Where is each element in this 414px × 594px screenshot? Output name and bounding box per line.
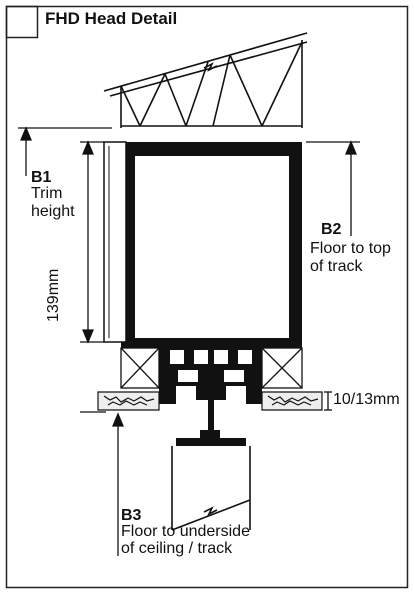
b3-text-line2: of ceiling / track: [121, 540, 233, 557]
height-dimension: [80, 140, 104, 344]
ceiling-layer: [97, 391, 323, 411]
door-frame: [103, 141, 302, 348]
frame-inner: [135, 156, 289, 338]
gap-dimension-label: 10/13mm: [333, 391, 400, 408]
b2-text-line1: Floor to top: [310, 240, 391, 257]
trim-height-dimension-label: 139mm: [45, 268, 62, 322]
door-leaf: [171, 446, 251, 531]
title-corner-box: [5, 5, 39, 39]
b2-text-line2: of track: [310, 258, 363, 275]
b3-text-line1: Floor to underside: [121, 523, 250, 540]
b1-text-line1: Trim: [31, 185, 63, 202]
b1-code-label: B1: [31, 169, 52, 186]
b1-text-line2: height: [31, 203, 75, 220]
drawing-title: FHD Head Detail: [45, 9, 178, 28]
trim-strip: [103, 141, 127, 343]
door-top-rail: [176, 438, 246, 446]
b2-code-label: B2: [321, 221, 342, 238]
gap-dimension: [324, 391, 332, 411]
drawing-border: [5, 5, 409, 589]
track-carrier: [159, 348, 262, 446]
track-profile: [159, 348, 262, 430]
roof-truss: [103, 32, 308, 128]
b3-dimension: [80, 411, 124, 556]
b1-dimension: [18, 126, 112, 176]
b2-dimension: [306, 140, 360, 236]
b3-code-label: B3: [121, 507, 142, 524]
